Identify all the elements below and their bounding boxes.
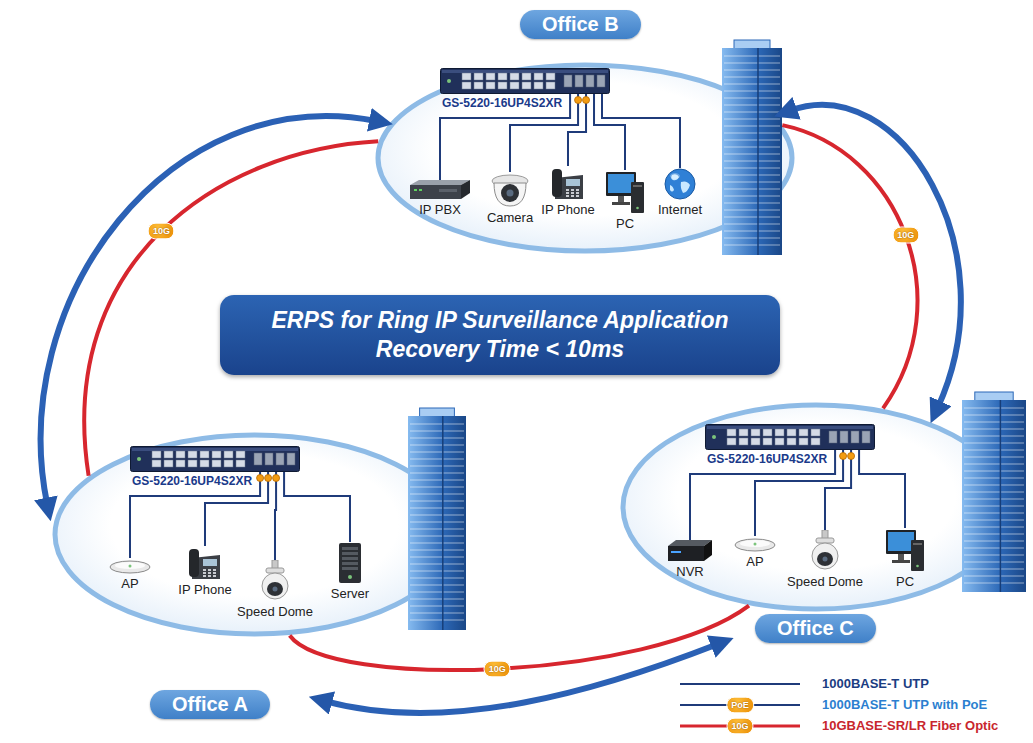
office-zone: Office AGS-5220-16UP4S2XRAPIP PhoneSpeed… [52, 432, 457, 637]
device-icon [338, 542, 362, 584]
device-node: PC [606, 170, 644, 231]
device-icon [606, 170, 644, 214]
poe-dot [848, 453, 855, 460]
poe-dot [265, 475, 272, 482]
switch-model: GS-5220-16UP4S2XR [707, 452, 827, 466]
device-node: Camera [487, 172, 533, 225]
office-badge: Office C [755, 614, 876, 643]
ring-arrow [325, 644, 718, 713]
switch-model: GS-5220-16UP4S2XR [132, 474, 252, 488]
poe-dot [257, 475, 264, 482]
device-node: AP [734, 536, 776, 569]
device-node: PC [886, 528, 924, 589]
device-icon [109, 558, 151, 574]
office-badge: Office B [520, 10, 641, 39]
poe-dot [575, 97, 582, 104]
switch-model: GS-5220-16UP4S2XR [442, 96, 562, 110]
office-zone: Office CGS-5220-16UP4S2XRNVRAPSpeed Dome… [620, 402, 1012, 612]
device-label: Speed Dome [787, 574, 863, 589]
switch-node: GS-5220-16UP4S2XR [440, 68, 610, 94]
device-icon [188, 546, 222, 580]
legend-badge: PoE [726, 697, 754, 714]
device-node: Speed Dome [787, 530, 863, 589]
legend-badge: 10G [726, 718, 753, 735]
device-label: Internet [658, 202, 702, 217]
office-building [962, 392, 1026, 592]
device-label: IP Phone [178, 582, 231, 597]
switch-node: GS-5220-16UP4S2XR [705, 424, 875, 450]
device-label: IP PBX [409, 202, 471, 217]
office-zone: Office BGS-5220-16UP4S2XRIP PBXCameraIP … [375, 62, 795, 254]
office-building [408, 408, 466, 630]
switch-node: GS-5220-16UP4S2XR [130, 446, 300, 472]
device-label: Camera [487, 210, 533, 225]
office-badge: Office A [150, 690, 270, 719]
legend-utp-line [680, 683, 800, 685]
device-icon [409, 180, 471, 200]
device-node: Internet [658, 168, 702, 217]
device-icon [490, 172, 530, 208]
poe-cable [275, 472, 276, 560]
device-icon [734, 536, 776, 552]
device-label: AP [734, 554, 776, 569]
office-building [722, 40, 782, 255]
device-node: AP [109, 558, 151, 591]
device-icon [667, 540, 713, 562]
device-icon [886, 528, 924, 572]
link-speed-badge: 10G [484, 660, 511, 677]
device-node: Server [331, 542, 369, 601]
switch-graphic [705, 424, 875, 450]
device-node: Speed Dome [237, 560, 313, 619]
device-label: Speed Dome [237, 604, 313, 619]
fiber-link [782, 125, 917, 408]
device-node: IP Phone [541, 166, 594, 217]
device-label: AP [109, 576, 151, 591]
link-speed-badge: 10G [892, 227, 919, 244]
device-node: IP PBX [409, 180, 471, 217]
device-icon [664, 168, 696, 200]
poe-dot [583, 97, 590, 104]
poe-dot [840, 453, 847, 460]
device-icon [260, 560, 290, 602]
link-speed-badge: 10G [148, 222, 175, 239]
device-node: IP Phone [178, 546, 231, 597]
poe-dot [273, 475, 280, 482]
legend-text: 10GBASE-SR/LR Fiber Optic [822, 718, 998, 734]
switch-graphic [130, 446, 300, 472]
switch-graphic [440, 68, 610, 94]
device-icon [810, 530, 840, 572]
device-node: NVR [667, 540, 713, 579]
device-label: NVR [667, 564, 713, 579]
device-label: PC [606, 216, 644, 231]
device-icon [551, 166, 585, 200]
device-label: Server [331, 586, 369, 601]
device-label: IP Phone [541, 202, 594, 217]
title-banner: ERPS for Ring IP Surveillance Applicatio… [220, 295, 780, 375]
title-text: ERPS for Ring IP Surveillance Applicatio… [250, 306, 750, 364]
legend-text: 1000BASE-T UTP with PoE [822, 697, 987, 713]
device-label: PC [886, 574, 924, 589]
legend-text: 1000BASE-T UTP [822, 676, 929, 692]
ring-arrow [790, 105, 961, 408]
